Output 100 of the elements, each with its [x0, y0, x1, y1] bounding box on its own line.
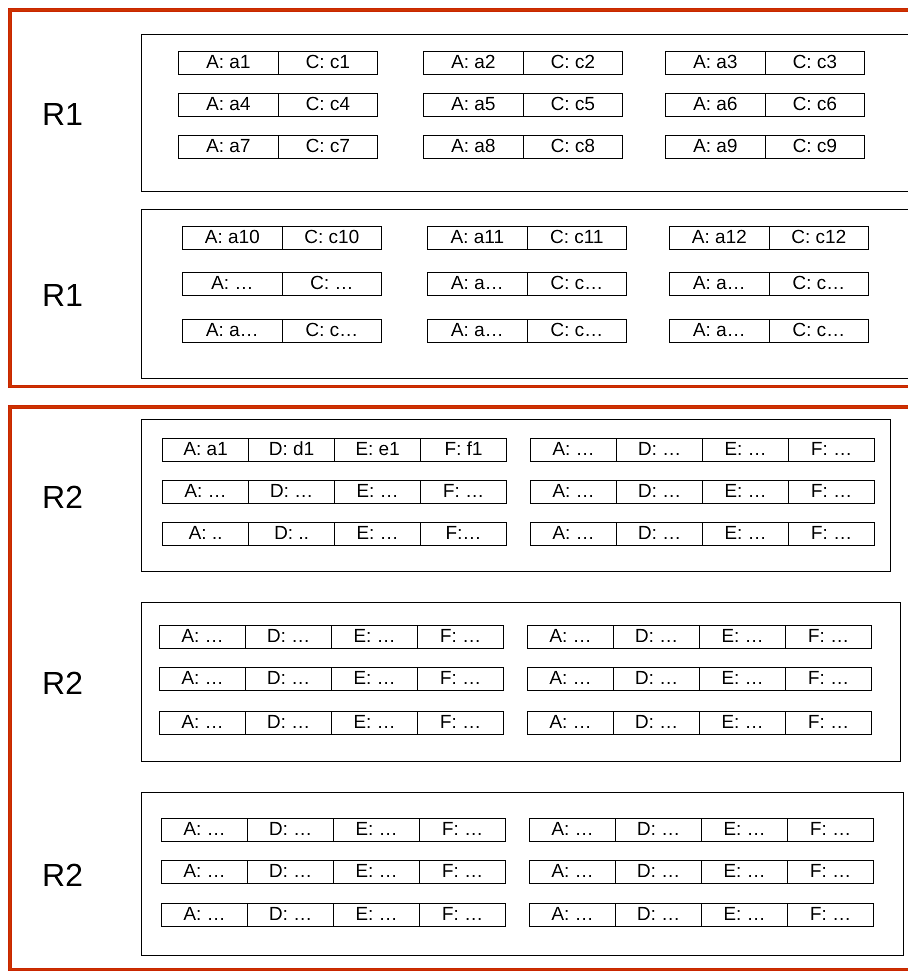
record-row	[530, 438, 875, 462]
record-row	[665, 93, 865, 117]
field-cell: E: …	[701, 904, 787, 926]
field-cell: E: e1	[334, 439, 420, 461]
field-cell: F: …	[417, 712, 503, 734]
field-cell: D: …	[613, 626, 699, 648]
field-cell-text: A: …	[551, 523, 596, 545]
field-cell: F: …	[417, 668, 503, 690]
record-row	[427, 272, 627, 296]
field-cell: F: …	[788, 523, 874, 545]
field-cell-text: A: …	[550, 819, 595, 841]
field-cell: D: …	[615, 904, 701, 926]
field-cell: D: …	[615, 861, 701, 883]
field-cell-text: A: a3	[692, 52, 738, 74]
field-cell: C: c…	[768, 273, 868, 295]
field-cell: D: …	[616, 439, 702, 461]
field-cell-text: A: a4	[205, 94, 252, 116]
field-cell: F: …	[787, 819, 873, 841]
record-row	[423, 93, 623, 117]
field-cell: E: …	[699, 626, 785, 648]
field-cell-text: A: a5	[450, 94, 496, 116]
field-cell-text: A: …	[182, 861, 227, 883]
field-cell: E: …	[334, 481, 420, 503]
field-cell: D: …	[247, 861, 333, 883]
record-row	[161, 860, 506, 884]
field-cell-text: A: …	[210, 273, 254, 295]
field-cell: C: c…	[526, 273, 626, 295]
record-row	[529, 903, 874, 927]
field-cell: F: …	[787, 904, 873, 926]
field-cell: C: c…	[526, 320, 626, 342]
group-heading: R2	[42, 665, 83, 701]
field-cell: F:…	[420, 523, 506, 545]
record-row	[162, 522, 507, 546]
field-cell: E: …	[699, 668, 785, 690]
record-row	[182, 272, 382, 296]
field-cell-text: A: a10	[204, 227, 261, 249]
field-cell: E: …	[702, 481, 788, 503]
field-cell: F: …	[785, 712, 871, 734]
field-cell: C: c11	[526, 227, 626, 249]
record-row	[162, 438, 507, 462]
field-cell: E: …	[701, 819, 787, 841]
field-cell-text: A: a1	[205, 52, 252, 74]
field-cell: C: c10	[282, 227, 381, 249]
field-cell-text: A: …	[550, 861, 595, 883]
record-row	[182, 319, 382, 343]
field-cell: E: …	[331, 712, 417, 734]
region-bracket	[8, 405, 908, 971]
field-cell: E: …	[334, 523, 420, 545]
group-heading: R2	[42, 478, 83, 514]
field-cell: E: …	[699, 712, 785, 734]
field-cell: F: f1	[420, 439, 506, 461]
field-cell: D: …	[613, 668, 699, 690]
field-cell: C: c7	[278, 136, 377, 158]
field-cell-text: A: …	[548, 626, 593, 648]
field-cell: E: …	[333, 861, 419, 883]
field-cell: C: c1	[278, 52, 377, 74]
field-cell: C: c5	[522, 94, 622, 116]
record-row	[159, 667, 504, 691]
field-cell-text: A: a6	[692, 94, 738, 116]
field-cell: C: c12	[768, 227, 868, 249]
field-cell: C: c6	[764, 94, 864, 116]
field-cell-text: A: a…	[204, 320, 260, 342]
field-cell-text: A: ..	[188, 523, 224, 545]
field-cell: D: …	[245, 668, 331, 690]
field-cell: D: …	[613, 712, 699, 734]
field-cell: C: c8	[522, 136, 622, 158]
field-cell-text: A: …	[180, 626, 225, 648]
field-cell-text: A: a9	[692, 136, 738, 158]
field-cell: F: …	[417, 626, 503, 648]
record-row	[527, 711, 872, 735]
field-cell-text: A: …	[551, 439, 596, 461]
field-cell-text: A: …	[551, 481, 596, 503]
record-row	[178, 51, 378, 75]
field-cell: F: …	[788, 439, 874, 461]
field-cell-text: A: a…	[692, 273, 747, 295]
record-row	[530, 480, 875, 504]
field-cell: D: ..	[248, 523, 334, 545]
record-row	[178, 135, 378, 159]
field-cell-text: A: …	[550, 904, 595, 926]
field-cell: D: …	[245, 626, 331, 648]
record-row	[529, 818, 874, 842]
record-row	[159, 625, 504, 649]
field-cell: D: …	[616, 481, 702, 503]
field-cell: C: c4	[278, 94, 377, 116]
field-cell: E: …	[333, 819, 419, 841]
field-cell-text: A: …	[180, 712, 225, 734]
field-cell: E: …	[702, 439, 788, 461]
field-cell: E: …	[331, 668, 417, 690]
field-cell: D: …	[247, 819, 333, 841]
field-cell-text: A: a…	[692, 320, 747, 342]
record-row	[669, 272, 869, 296]
record-row	[527, 667, 872, 691]
field-cell: D: …	[247, 904, 333, 926]
region-bracket	[8, 8, 908, 388]
field-cell-text: A: a11	[449, 227, 506, 249]
field-cell: F: …	[420, 481, 506, 503]
record-row	[427, 319, 627, 343]
field-cell: F: …	[785, 668, 871, 690]
field-cell-text: A: …	[182, 819, 227, 841]
field-cell: D: …	[248, 481, 334, 503]
